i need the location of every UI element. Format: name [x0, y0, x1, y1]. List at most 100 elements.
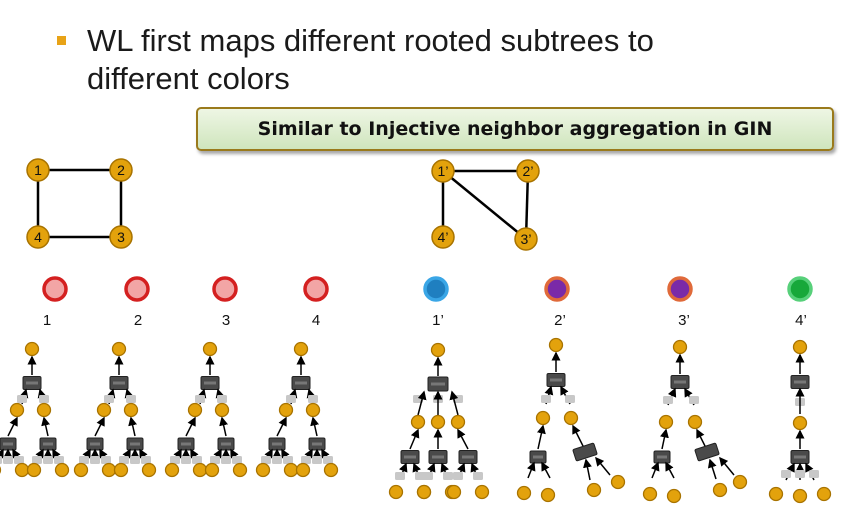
bullet-text: WL first maps different rooted subtrees … [87, 23, 654, 96]
tree-arrow [527, 461, 536, 479]
node-label: 3 [117, 229, 125, 245]
tree-arrow [41, 416, 51, 437]
transform-box [443, 472, 453, 480]
tree-label-5: 1’ [432, 312, 444, 329]
node-circle [109, 158, 133, 182]
tree-label-4: 4 [312, 312, 320, 329]
right-node-2p: 2’ [516, 159, 540, 183]
tree-node [36, 402, 52, 418]
node-circle [26, 225, 50, 249]
transform-box [39, 395, 49, 403]
transform-box [283, 456, 293, 464]
aggregator-slot [462, 455, 474, 459]
tree-node [214, 402, 230, 418]
aggregator-box [694, 442, 720, 462]
tree-arrow [660, 428, 669, 450]
tree-node [450, 414, 466, 430]
transform-box [32, 456, 42, 464]
aggregator-slot [3, 442, 13, 446]
tree-arrow [417, 390, 427, 416]
tree-node [113, 462, 129, 478]
aggregator-slot [312, 442, 322, 446]
aggregator-slot [533, 455, 543, 459]
tree-label-7: 3’ [678, 312, 690, 329]
aggregator-slot [295, 381, 307, 385]
tree-node [642, 486, 658, 502]
tree-node [792, 415, 808, 431]
aggregator-box [572, 442, 598, 462]
tree-node [586, 482, 602, 498]
tree-node [548, 337, 564, 353]
transform-box [170, 456, 180, 464]
aggregator-slot [272, 442, 282, 446]
aggregator-slot [26, 381, 38, 385]
transform-box [308, 395, 318, 403]
node-label: 2 [117, 162, 125, 178]
transform-box [809, 470, 819, 478]
tree-node [535, 410, 551, 426]
tree-node [54, 462, 70, 478]
tree-label-1: 1 [43, 312, 51, 329]
aggregator-slot [550, 378, 562, 382]
aggregator-slot [181, 442, 191, 446]
color-indicators [42, 276, 813, 302]
transform-box [663, 396, 673, 404]
tree-node [305, 402, 321, 418]
node-label: 2’ [523, 163, 534, 179]
tree-arrow [537, 424, 546, 450]
bullet-marker [57, 36, 66, 45]
aggregator-slot [431, 382, 445, 386]
transform-box [17, 395, 27, 403]
transform-box [323, 456, 333, 464]
rooted-subtrees [0, 337, 832, 504]
transform-box [14, 456, 24, 464]
tree-arrow [696, 428, 707, 449]
node-label: 1’ [438, 163, 449, 179]
tree-arrow [276, 416, 287, 437]
right-node-1p: 1’ [431, 159, 455, 183]
tree-arrow [7, 416, 18, 437]
tree-node [283, 462, 299, 478]
tree-node [792, 339, 808, 355]
transform-box [301, 456, 311, 464]
transform-box [90, 456, 100, 464]
subtree-3 [164, 341, 248, 478]
tree-node [232, 462, 248, 478]
tree-node [26, 462, 42, 478]
node-label: 3’ [521, 231, 532, 247]
tree-arrow [94, 416, 105, 437]
tree-node [516, 485, 532, 501]
aggregator-slot [90, 442, 100, 446]
tree-node [323, 462, 339, 478]
right-node-3p: 3’ [514, 227, 538, 251]
tree-node [474, 484, 490, 500]
left-node-3: 3 [109, 225, 133, 249]
tree-node [123, 402, 139, 418]
transform-box [232, 456, 242, 464]
transform-box [79, 456, 89, 464]
subtree-1p [388, 342, 490, 500]
left-node-2: 2 [109, 158, 133, 182]
tree-label-3: 3 [222, 312, 230, 329]
tree-node [388, 484, 404, 500]
node-circle [516, 159, 540, 183]
tree-node [14, 462, 30, 478]
transform-box [130, 456, 140, 464]
tree-node [658, 414, 674, 430]
aggregator-slot [794, 455, 806, 459]
aggregator-slot [130, 442, 140, 446]
color-dot-6 [544, 276, 570, 302]
gin-callout-box: Similar to Injective neighbor aggregatio… [196, 107, 834, 151]
tree-node [563, 410, 579, 426]
tree-node [666, 488, 682, 504]
tree-arrow [541, 461, 551, 479]
transform-box [0, 456, 2, 464]
tree-node [73, 462, 89, 478]
transform-box [195, 395, 205, 403]
tree-arrow [719, 456, 735, 476]
aggregator-slot [204, 381, 216, 385]
tree-node [111, 341, 127, 357]
subtree-1 [0, 341, 70, 478]
tree-arrow [449, 390, 459, 416]
